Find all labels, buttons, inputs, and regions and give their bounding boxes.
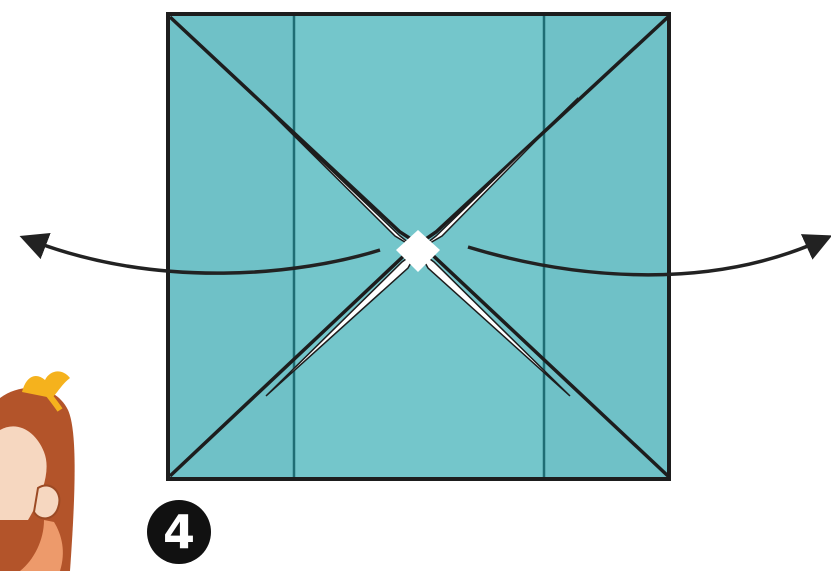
origami-square <box>168 14 669 479</box>
step-number-badge: 4 <box>147 500 211 564</box>
step-number: 4 <box>163 509 195 555</box>
cartoon-character-icon <box>0 371 75 571</box>
